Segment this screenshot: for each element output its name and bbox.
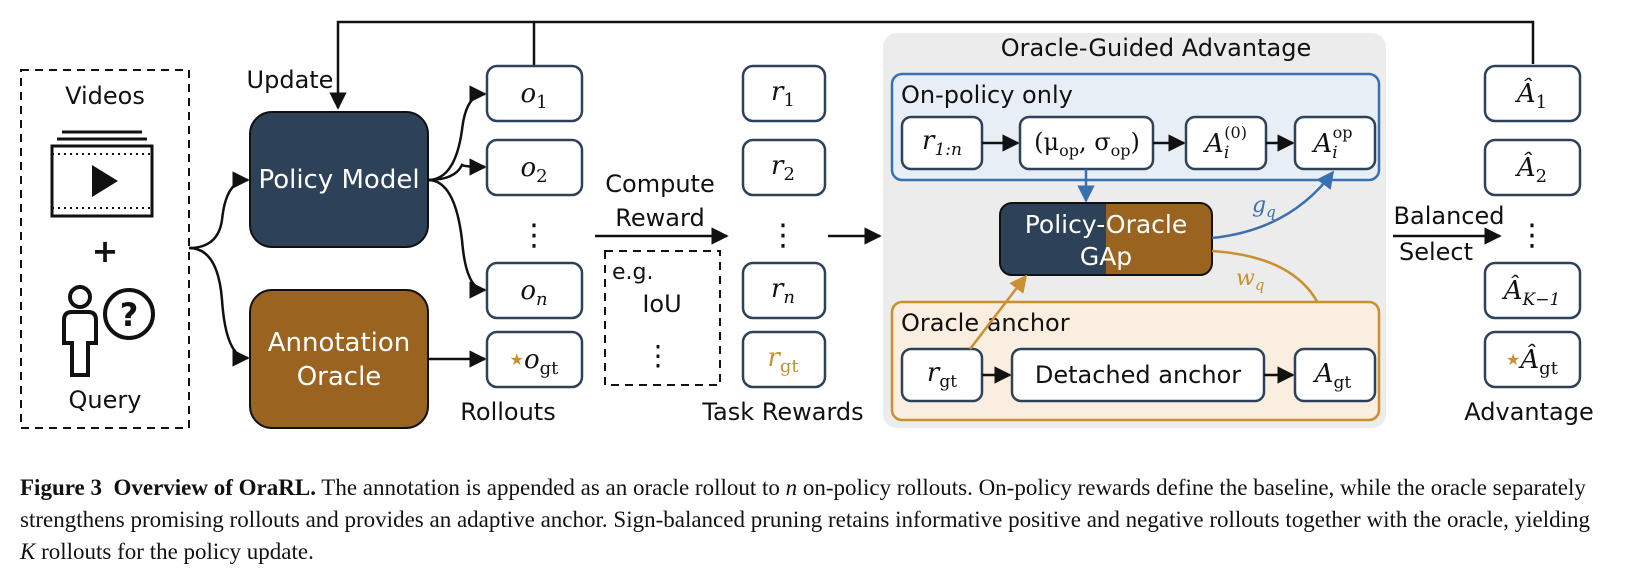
- adv-a2: Â2: [1515, 151, 1547, 187]
- agt-label: Agt: [1313, 359, 1352, 393]
- balanced-select-group: Balanced Select: [1393, 202, 1504, 266]
- advantage-column: Â1 Â2 ⋮ ÂK−1 ★Âgt Advantage: [1464, 64, 1594, 426]
- a0-label: Ai(0): [1203, 123, 1247, 163]
- update-label: Update: [247, 66, 334, 94]
- compute-label: Compute: [605, 170, 714, 198]
- adv-a1: Â1: [1515, 77, 1547, 113]
- input-group: Videos + ? Query: [20, 69, 190, 429]
- balanced-label: Balanced: [1394, 202, 1505, 230]
- stats-label: (μop, σop): [1034, 128, 1140, 160]
- wq-label: wq: [1236, 266, 1264, 294]
- overview-diagram: Videos + ? Query Update Policy Model An: [20, 20, 1594, 429]
- question-mark-icon: ?: [120, 296, 139, 334]
- rollouts-column: o1 o2 ⋮ on ★ogt Rollouts: [460, 64, 584, 426]
- query-label: Query: [69, 386, 142, 414]
- update-feedback-line: [329, 20, 1535, 110]
- reward-rn-box: [741, 261, 827, 320]
- caption-text-2: on-policy rollouts. On-policy rewards de…: [20, 475, 1590, 532]
- caption-figure-number: Figure 3: [20, 475, 102, 500]
- reward-dots: ⋮: [768, 218, 798, 253]
- aop-label: Aiop: [1311, 123, 1352, 163]
- adv-dots: ⋮: [1517, 218, 1547, 253]
- caption-n: n: [785, 475, 798, 500]
- star-icon: ★: [510, 350, 524, 369]
- reward-rgt-box: [741, 330, 827, 389]
- policy-to-on-arrow: [427, 178, 487, 299]
- rollout-o2-box: [485, 138, 584, 197]
- figure-caption: Figure 3 Overview of OraRL. The annotati…: [20, 472, 1610, 568]
- compute-reward-group: Compute Reward e.g. IoU ⋮: [595, 170, 729, 386]
- annotation-oracle-node: Annotation Oracle: [249, 289, 429, 429]
- r1n-label: r1:n: [922, 126, 962, 160]
- oracle-label-line2: Oracle: [297, 362, 382, 392]
- rollout-o2: o2: [520, 153, 547, 187]
- gap-label-line1: Policy-Oracle: [1025, 210, 1188, 239]
- policy-model-node: Policy Model: [249, 111, 429, 248]
- rollout-o1: o1: [520, 79, 547, 113]
- task-rewards-column: r1 r2 ⋮ rn rgt Task Rewards: [701, 64, 864, 426]
- advantage-panel-title: Oracle-Guided Advantage: [1001, 34, 1311, 62]
- plus-sign: +: [92, 232, 119, 270]
- video-icon: [50, 130, 154, 218]
- reward-r1-box: [741, 64, 827, 123]
- reward-r1: r1: [771, 77, 795, 111]
- gap-label-line2: GAp: [1080, 242, 1132, 271]
- iou-label: IoU: [642, 290, 681, 318]
- rollout-o1-box: [485, 64, 584, 123]
- reward-rn: rn: [771, 274, 795, 308]
- reward-r2-box: [741, 138, 827, 197]
- detached-anchor-label: Detached anchor: [1035, 361, 1241, 389]
- on-policy-title: On-policy only: [901, 81, 1073, 109]
- policy-to-o2-arrow: [427, 158, 487, 182]
- gap-node: [999, 202, 1213, 276]
- videos-label: Videos: [65, 82, 145, 110]
- input-to-oracle-arrow: [188, 246, 250, 367]
- rollout-on-box: [485, 261, 584, 320]
- caption-text-3: rollouts for the policy update.: [35, 539, 314, 564]
- adv-a2-box: [1483, 138, 1582, 197]
- reward-fn-box: [604, 250, 721, 386]
- adv-agt: ★Âgt: [1506, 343, 1559, 379]
- select-label: Select: [1399, 238, 1473, 266]
- reward-label: Reward: [615, 204, 704, 232]
- gq-label: gq: [1252, 193, 1276, 221]
- star-icon: ★: [1506, 350, 1520, 369]
- caption-text-1: The annotation is appended as an oracle …: [315, 475, 786, 500]
- aop-box: [1293, 115, 1377, 171]
- agt-box: [1293, 347, 1377, 403]
- adv-agt-box: [1483, 330, 1582, 389]
- reward-rgt: rgt: [767, 343, 799, 377]
- policy-to-o1-arrow: [427, 85, 487, 182]
- rollout-dots: ⋮: [519, 218, 549, 253]
- input-to-policy-arrow: [188, 171, 250, 250]
- oracle-guided-advantage-panel: Oracle-Guided Advantage On-policy only r…: [883, 33, 1386, 428]
- oracle-anchor-title: Oracle anchor: [901, 309, 1070, 337]
- reward-r2: r2: [771, 151, 795, 185]
- oracle-label-line1: Annotation: [268, 328, 411, 358]
- input-box: [20, 69, 190, 429]
- reward-fn-dots: ⋮: [644, 339, 672, 372]
- rgt-anchor-label: rgt: [927, 358, 957, 392]
- rgt-to-gap-arrow: [969, 274, 1028, 350]
- adv-a1-box: [1483, 64, 1582, 123]
- gq-arrow: [1211, 170, 1335, 240]
- caption-k: K: [20, 539, 36, 564]
- task-rewards-label: Task Rewards: [701, 398, 863, 426]
- rollout-on: on: [520, 276, 547, 310]
- rollout-ogt: ★ogt: [510, 345, 560, 379]
- adv-ak: ÂK−1: [1502, 274, 1561, 310]
- eg-label: e.g.: [612, 260, 654, 285]
- rollout-ogt-box: [485, 330, 584, 389]
- caption-title: Overview of OraRL.: [113, 475, 316, 500]
- adv-ak-box: [1483, 261, 1582, 320]
- query-person-icon: [62, 285, 155, 377]
- advantage-label: Advantage: [1464, 398, 1593, 426]
- policy-model-label: Policy Model: [258, 165, 419, 195]
- rollouts-label: Rollouts: [460, 398, 555, 426]
